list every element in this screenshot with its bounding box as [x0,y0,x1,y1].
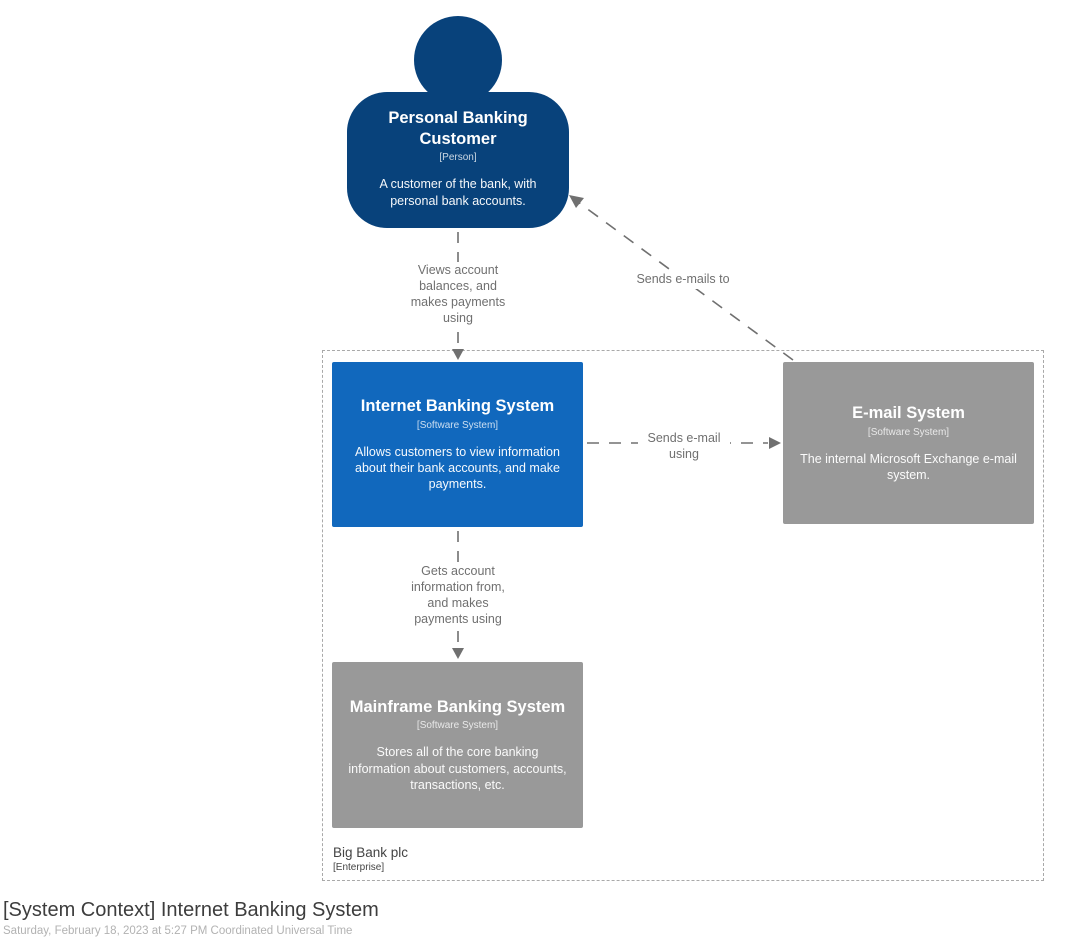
node-meta: [Software System] [867,426,950,438]
node-title: Internet Banking System [360,397,555,416]
node-description: The internal Microsoft Exchange e-mail s… [800,451,1017,482]
title-block: [System Context] Internet Banking System… [3,898,379,940]
node-title: Personal Banking Customer [388,109,528,148]
node-description: Allows customers to view information abo… [355,444,560,492]
connector-internet-banking-to-mainframe [452,531,464,659]
node-email-system[interactable]: E-mail System [Software System] The inte… [783,362,1034,524]
relationship-label-internet-banking-to-mainframe: Gets account information from, and makes… [400,563,516,629]
diagram-title: [System Context] Internet Banking System [3,899,379,921]
person-head-icon [414,16,502,104]
relationship-label-customer-to-internet-banking: Views account balances, and makes paymen… [400,262,516,328]
connector-customer-to-internet-banking [452,232,464,360]
node-title: Mainframe Banking System [349,697,566,716]
node-meta: [Software System] [416,419,499,431]
node-meta: [Software System] [416,720,499,732]
node-description: Stores all of the core banking informati… [348,745,567,792]
enterprise-boundary[interactable]: Big Bank plc [Enterprise] [322,350,1044,881]
diagram-timestamp: Saturday, February 18, 2023 at 5:27 PM C… [3,925,353,937]
node-title: E-mail System [852,403,965,422]
enterprise-name: Big Bank plc [333,844,409,860]
relationship-label-internet-banking-to-email: Sends e-mail using [638,430,730,464]
node-description: A customer of the bank, with personal ba… [379,177,537,208]
relationship-label-email-to-customer: Sends e-mails to [627,271,739,289]
enterprise-meta: [Enterprise] [333,862,385,873]
node-meta: [Person] [439,152,477,164]
enterprise-boundary-label: Big Bank plc [Enterprise] [333,845,408,874]
node-internet-banking-system[interactable]: Internet Banking System [Software System… [332,362,583,527]
node-mainframe-banking-system[interactable]: Mainframe Banking System [Software Syste… [332,662,583,828]
person-body: Personal Banking Customer [Person] A cus… [347,92,569,228]
